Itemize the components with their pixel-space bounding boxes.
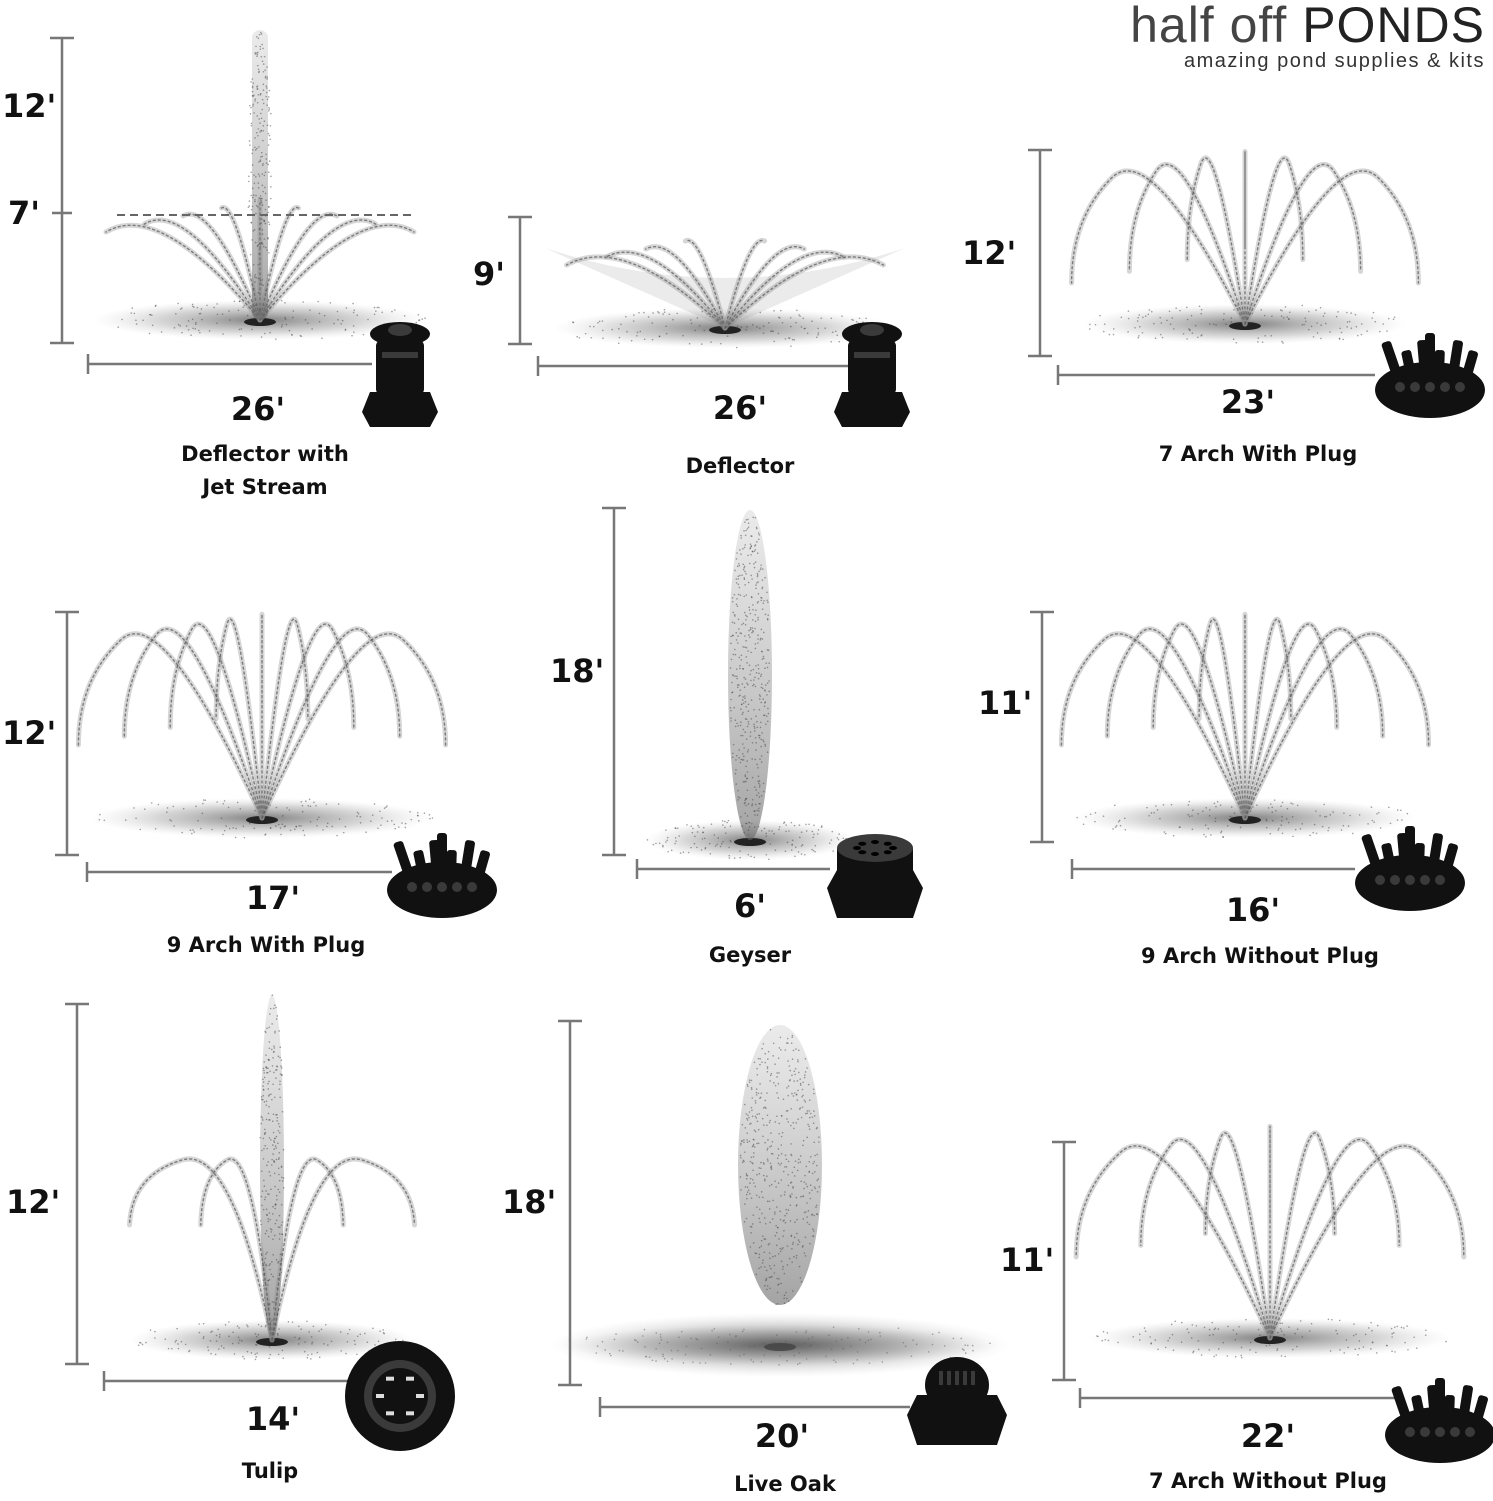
- nozzle-name: 9 Arch Without Plug: [1141, 940, 1379, 973]
- nozzle-outlet: [1229, 816, 1261, 824]
- brand-logo: half off PONDS amazing pond supplies & k…: [1130, 0, 1485, 80]
- nozzle-diagram-arch-7-wide: [1052, 1124, 1493, 1463]
- width-label: 26': [230, 390, 286, 428]
- tulip-nozzle-icon: [345, 1341, 455, 1451]
- height-label: 18': [550, 652, 605, 690]
- nozzle-name: 7 Arch With Plug: [1159, 438, 1357, 471]
- nozzle-name: Tulip: [242, 1455, 298, 1488]
- nozzle-name-line: Tulip: [241, 1459, 299, 1483]
- width-label: 6': [733, 887, 767, 925]
- nozzle-name-line: 9 Arch Without Plug: [1141, 944, 1379, 968]
- secondary-height-label: 7': [8, 194, 41, 232]
- deflector-nozzle-icon: [362, 322, 438, 427]
- width-label: 26': [712, 389, 768, 427]
- arch-spray-stream: [1267, 1137, 1402, 1341]
- height-label: 12': [962, 234, 1017, 272]
- multi-arch-nozzle-icon: [1385, 1378, 1493, 1463]
- nozzle-name-line: 9 Arch With Plug: [166, 933, 366, 957]
- multi-arch-nozzle-icon: [1375, 333, 1485, 418]
- live-oak-nozzle-icon: [907, 1357, 1007, 1445]
- height-label: 18': [502, 1183, 557, 1221]
- nozzle-diagram-geyser: [602, 506, 923, 918]
- nozzle-outlet: [1229, 322, 1261, 330]
- width-label: 22': [1240, 1417, 1296, 1455]
- nozzle-outlet: [1254, 1336, 1286, 1344]
- width-label: 23': [1220, 383, 1276, 421]
- height-label: 12': [6, 1183, 61, 1221]
- brand-name: half off PONDS: [1130, 0, 1485, 53]
- nozzle-diagram-live-oak: [550, 1019, 1010, 1445]
- nozzle-outlet: [246, 816, 278, 824]
- nozzle-outlet: [244, 318, 276, 326]
- height-label: 9': [473, 255, 506, 293]
- geyser-nozzle-icon: [827, 834, 923, 918]
- nozzle-outlet: [256, 1338, 288, 1346]
- deflector-nozzle-icon: [834, 322, 910, 427]
- tulip-petal-spray: [269, 1156, 417, 1343]
- height-label: 12': [2, 714, 57, 752]
- nozzle-name: 7 Arch Without Plug: [1149, 1465, 1387, 1498]
- multi-arch-nozzle-icon: [1355, 826, 1465, 911]
- width-label: 16': [1225, 891, 1281, 929]
- tulip-petal-spray: [127, 1156, 275, 1343]
- width-label: 20': [754, 1417, 810, 1455]
- height-label: 12': [2, 87, 57, 125]
- height-label: 11': [1000, 1241, 1055, 1279]
- nozzle-name-line: 7 Arch Without Plug: [1149, 1469, 1387, 1493]
- width-label: 14': [245, 1400, 301, 1438]
- nozzle-name: 9 Arch With Plug: [167, 929, 365, 962]
- nozzle-name: Geyser: [709, 939, 791, 972]
- nozzle-name: Live Oak: [734, 1468, 836, 1501]
- width-label: 17': [245, 879, 301, 917]
- nozzle-name-line: Deflector with: [181, 442, 349, 466]
- arch-spray-stream: [1138, 1137, 1273, 1341]
- nozzle-diagram-deflector-jet: [50, 30, 438, 427]
- brand-tagline: amazing pond supplies & kits: [1183, 50, 1485, 72]
- nozzle-name: Deflector: [686, 450, 795, 483]
- nozzle-diagram-arch-7: [1028, 148, 1485, 418]
- nozzle-name-line: Deflector: [685, 454, 795, 478]
- nozzle-name-line: 7 Arch With Plug: [1158, 442, 1358, 466]
- nozzle-name-line: Jet Stream: [202, 475, 328, 499]
- nozzle-outlet: [709, 326, 741, 334]
- nozzle-diagram-deflector: [508, 215, 910, 427]
- nozzle-name-line: Live Oak: [734, 1472, 836, 1496]
- nozzle-diagram-arch-9: [1030, 610, 1465, 911]
- nozzle-outlet: [734, 838, 766, 846]
- jet-stream: [252, 30, 268, 320]
- nozzle-name-line: Geyser: [708, 943, 792, 967]
- multi-arch-nozzle-icon: [387, 833, 497, 918]
- height-label: 11': [978, 684, 1033, 722]
- nozzle-diagram-tulip: [65, 994, 455, 1451]
- nozzle-diagram-arch-9: [55, 610, 497, 918]
